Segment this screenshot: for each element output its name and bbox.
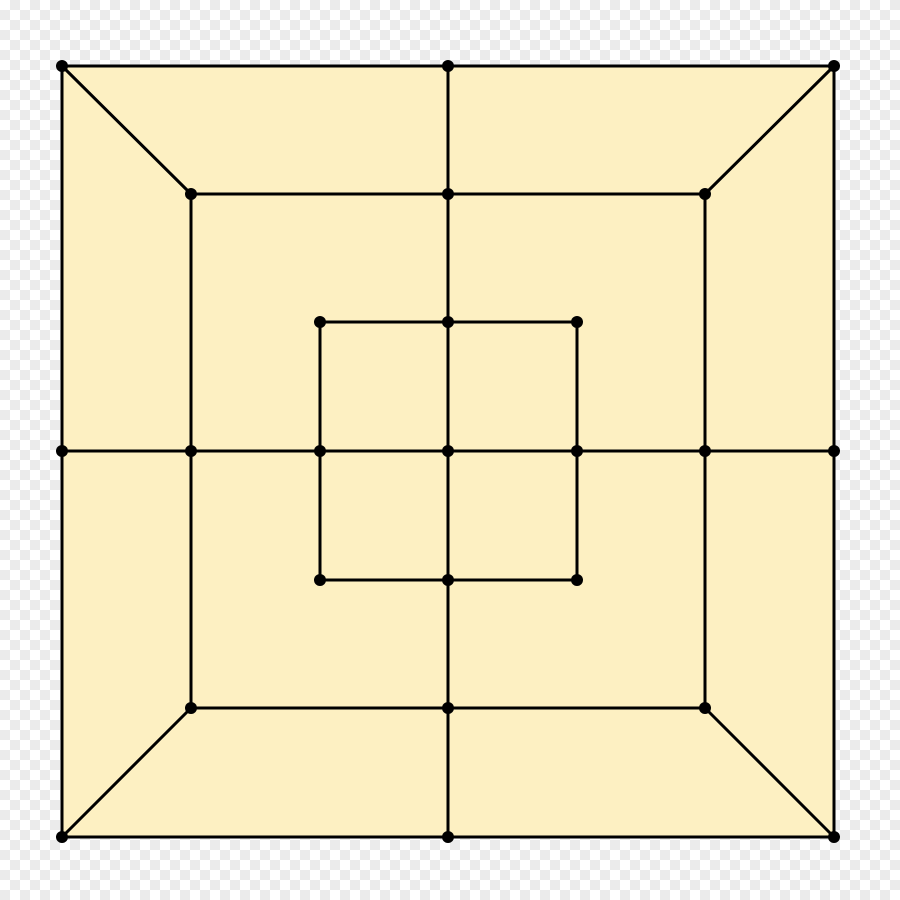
board-point-outer-mid-right[interactable] — [828, 445, 840, 457]
board-point-outer-bottom-left[interactable] — [56, 831, 68, 843]
board-point-middle-bottom-mid[interactable] — [442, 702, 454, 714]
board-point-outer-bottom-mid[interactable] — [442, 831, 454, 843]
board-point-middle-bottom-left[interactable] — [185, 702, 197, 714]
diagonal-bottom-left — [60, 706, 193, 839]
board-point-inner-top-mid[interactable] — [442, 316, 454, 328]
board-point-middle-top-mid[interactable] — [442, 188, 454, 200]
board-point-outer-mid-left[interactable] — [56, 445, 68, 457]
board-points — [56, 60, 840, 843]
board-point-inner-mid-right[interactable] — [571, 445, 583, 457]
board-point-outer-top-right[interactable] — [828, 60, 840, 72]
board-point-inner-bottom-mid[interactable] — [442, 574, 454, 586]
diagonal-top-left — [60, 64, 193, 196]
board-point-center[interactable] — [442, 445, 454, 457]
board-point-inner-top-right[interactable] — [571, 316, 583, 328]
board-point-outer-bottom-right[interactable] — [828, 831, 840, 843]
board-point-middle-mid-left[interactable] — [185, 445, 197, 457]
board-point-middle-top-right[interactable] — [699, 188, 711, 200]
board-point-middle-bottom-right[interactable] — [699, 702, 711, 714]
diagonal-top-right — [703, 64, 836, 196]
board-point-outer-top-left[interactable] — [56, 60, 68, 72]
board-point-inner-mid-left[interactable] — [314, 445, 326, 457]
board-point-inner-top-left[interactable] — [314, 316, 326, 328]
board-point-inner-bottom-left[interactable] — [314, 574, 326, 586]
diagonal-bottom-right — [703, 706, 836, 839]
board-point-outer-top-mid[interactable] — [442, 60, 454, 72]
board-point-middle-top-left[interactable] — [185, 188, 197, 200]
board-point-inner-bottom-right[interactable] — [571, 574, 583, 586]
board-point-middle-mid-right[interactable] — [699, 445, 711, 457]
